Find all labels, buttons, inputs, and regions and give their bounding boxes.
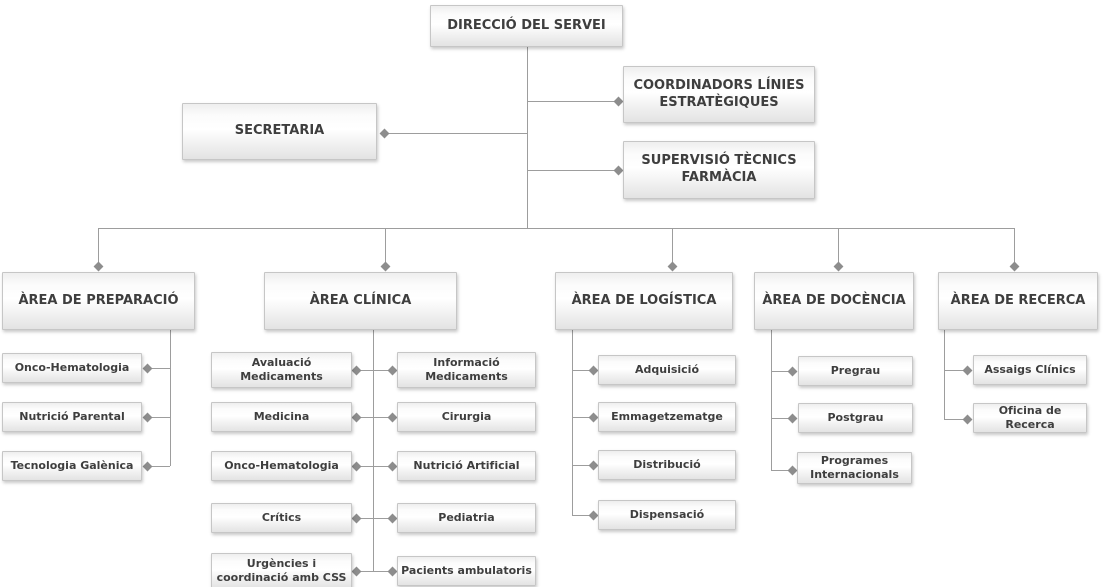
connector-diamond-icon xyxy=(387,566,397,576)
connector-diamond-icon xyxy=(962,365,972,375)
connector-line xyxy=(771,418,793,419)
org-node-programes-internacionals: Programes Internacionals xyxy=(797,452,912,484)
connector-diamond-icon xyxy=(613,96,623,106)
connector-line xyxy=(944,419,968,420)
connector-diamond-icon xyxy=(351,461,361,471)
org-node-emmagetzematge: Emmagetzematge xyxy=(598,402,736,432)
connector-diamond-icon xyxy=(787,366,797,376)
connector-line xyxy=(572,515,594,516)
org-node-critics: Crítics xyxy=(211,503,352,533)
org-node-area-logistica: ÀREA DE LOGÍSTICA xyxy=(555,272,733,330)
org-node-area-preparacio: ÀREA DE PREPARACIÓ xyxy=(2,272,195,330)
connector-line xyxy=(572,465,594,466)
org-node-assaigs-clinics: Assaigs Clínics xyxy=(973,355,1087,385)
connector-diamond-icon xyxy=(379,128,389,138)
connector-diamond-icon xyxy=(387,412,397,422)
connector-line xyxy=(385,228,386,264)
connector-line xyxy=(150,368,170,369)
connector-line xyxy=(1014,228,1015,264)
connector-diamond-icon xyxy=(351,365,361,375)
connector-line xyxy=(98,228,99,264)
org-node-medicina: Medicina xyxy=(211,402,352,432)
org-node-secretaria: SECRETARIA xyxy=(182,103,377,160)
org-node-area-recerca: ÀREA DE RECERCA xyxy=(938,272,1098,330)
org-node-onco-hematologia-prep: Onco-Hematologia xyxy=(2,353,142,383)
connector-line xyxy=(672,228,673,264)
org-node-pregrau: Pregrau xyxy=(798,356,913,386)
connector-line xyxy=(771,330,772,470)
org-node-supervisio: SUPERVISIÓ TÈCNICS FARMÀCIA xyxy=(623,141,815,199)
org-node-direccio: DIRECCIÓ DEL SERVEI xyxy=(430,5,623,47)
connector-diamond-icon xyxy=(588,365,598,375)
connector-diamond-icon xyxy=(142,461,152,471)
org-node-cirurgia: Cirurgia xyxy=(397,402,536,432)
connector-line xyxy=(357,417,392,418)
connector-line xyxy=(150,466,170,467)
connector-diamond-icon xyxy=(380,261,390,271)
connector-diamond-icon xyxy=(613,165,623,175)
connector-line xyxy=(572,417,594,418)
connector-line xyxy=(944,330,945,419)
connector-line xyxy=(388,133,527,134)
org-node-nutricio-parental: Nutrició Parental xyxy=(2,402,142,432)
connector-diamond-icon xyxy=(588,412,598,422)
org-node-nutricio-artificial: Nutrició Artificial xyxy=(397,451,536,481)
org-node-pacients-ambulatoris: Pacients ambulatoris xyxy=(397,556,536,586)
connector-line xyxy=(527,101,616,102)
connector-diamond-icon xyxy=(833,261,843,271)
connector-diamond-icon xyxy=(387,461,397,471)
connector-diamond-icon xyxy=(351,513,361,523)
connector-diamond-icon xyxy=(351,412,361,422)
connector-diamond-icon xyxy=(1009,261,1019,271)
org-node-area-docencia: ÀREA DE DOCÈNCIA xyxy=(754,272,914,330)
connector-diamond-icon xyxy=(142,412,152,422)
connector-line xyxy=(944,370,968,371)
connector-diamond-icon xyxy=(588,460,598,470)
org-node-informacio-medicaments: Informació Medicaments xyxy=(397,352,536,388)
connector-line xyxy=(170,330,171,466)
connector-line xyxy=(572,330,573,515)
connector-line xyxy=(357,571,392,572)
connector-diamond-icon xyxy=(387,513,397,523)
org-node-area-clinica: ÀREA CLÍNICA xyxy=(264,272,457,330)
connector-diamond-icon xyxy=(351,566,361,576)
org-node-oficina-recerca: Oficina de Recerca xyxy=(973,403,1087,433)
org-node-adquisicio: Adquisició xyxy=(598,355,736,385)
org-node-pediatria: Pediatria xyxy=(397,503,536,533)
connector-line xyxy=(572,370,594,371)
connector-diamond-icon xyxy=(588,510,598,520)
org-node-postgrau: Postgrau xyxy=(798,403,913,433)
org-node-onco-hematologia-clinica: Onco-Hematologia xyxy=(211,451,352,481)
org-node-distribucio: Distribució xyxy=(598,450,736,480)
connector-line xyxy=(527,170,616,171)
connector-line xyxy=(98,228,1014,229)
connector-line xyxy=(527,47,528,228)
connector-line xyxy=(373,330,374,571)
org-node-coordinadors: COORDINADORS LÍNIES ESTRATÈGIQUES xyxy=(623,66,815,123)
connector-line xyxy=(357,370,392,371)
connector-diamond-icon xyxy=(93,261,103,271)
connector-line xyxy=(357,518,392,519)
org-node-urgencies-css: Urgències i coordinació amb CSS xyxy=(211,553,352,587)
connector-diamond-icon xyxy=(962,414,972,424)
connector-diamond-icon xyxy=(667,261,677,271)
connector-line xyxy=(150,417,170,418)
connector-diamond-icon xyxy=(787,413,797,423)
org-node-avaluacio-medicaments: Avaluació Medicaments xyxy=(211,352,352,388)
org-node-tecnologia-galenica: Tecnologia Galènica xyxy=(2,451,142,481)
connector-line xyxy=(357,466,392,467)
connector-line xyxy=(771,371,793,372)
connector-line xyxy=(838,228,839,264)
connector-diamond-icon xyxy=(387,365,397,375)
connector-line xyxy=(771,470,793,471)
org-node-dispensacio: Dispensació xyxy=(598,500,736,530)
connector-diamond-icon xyxy=(142,363,152,373)
connector-diamond-icon xyxy=(787,465,797,475)
